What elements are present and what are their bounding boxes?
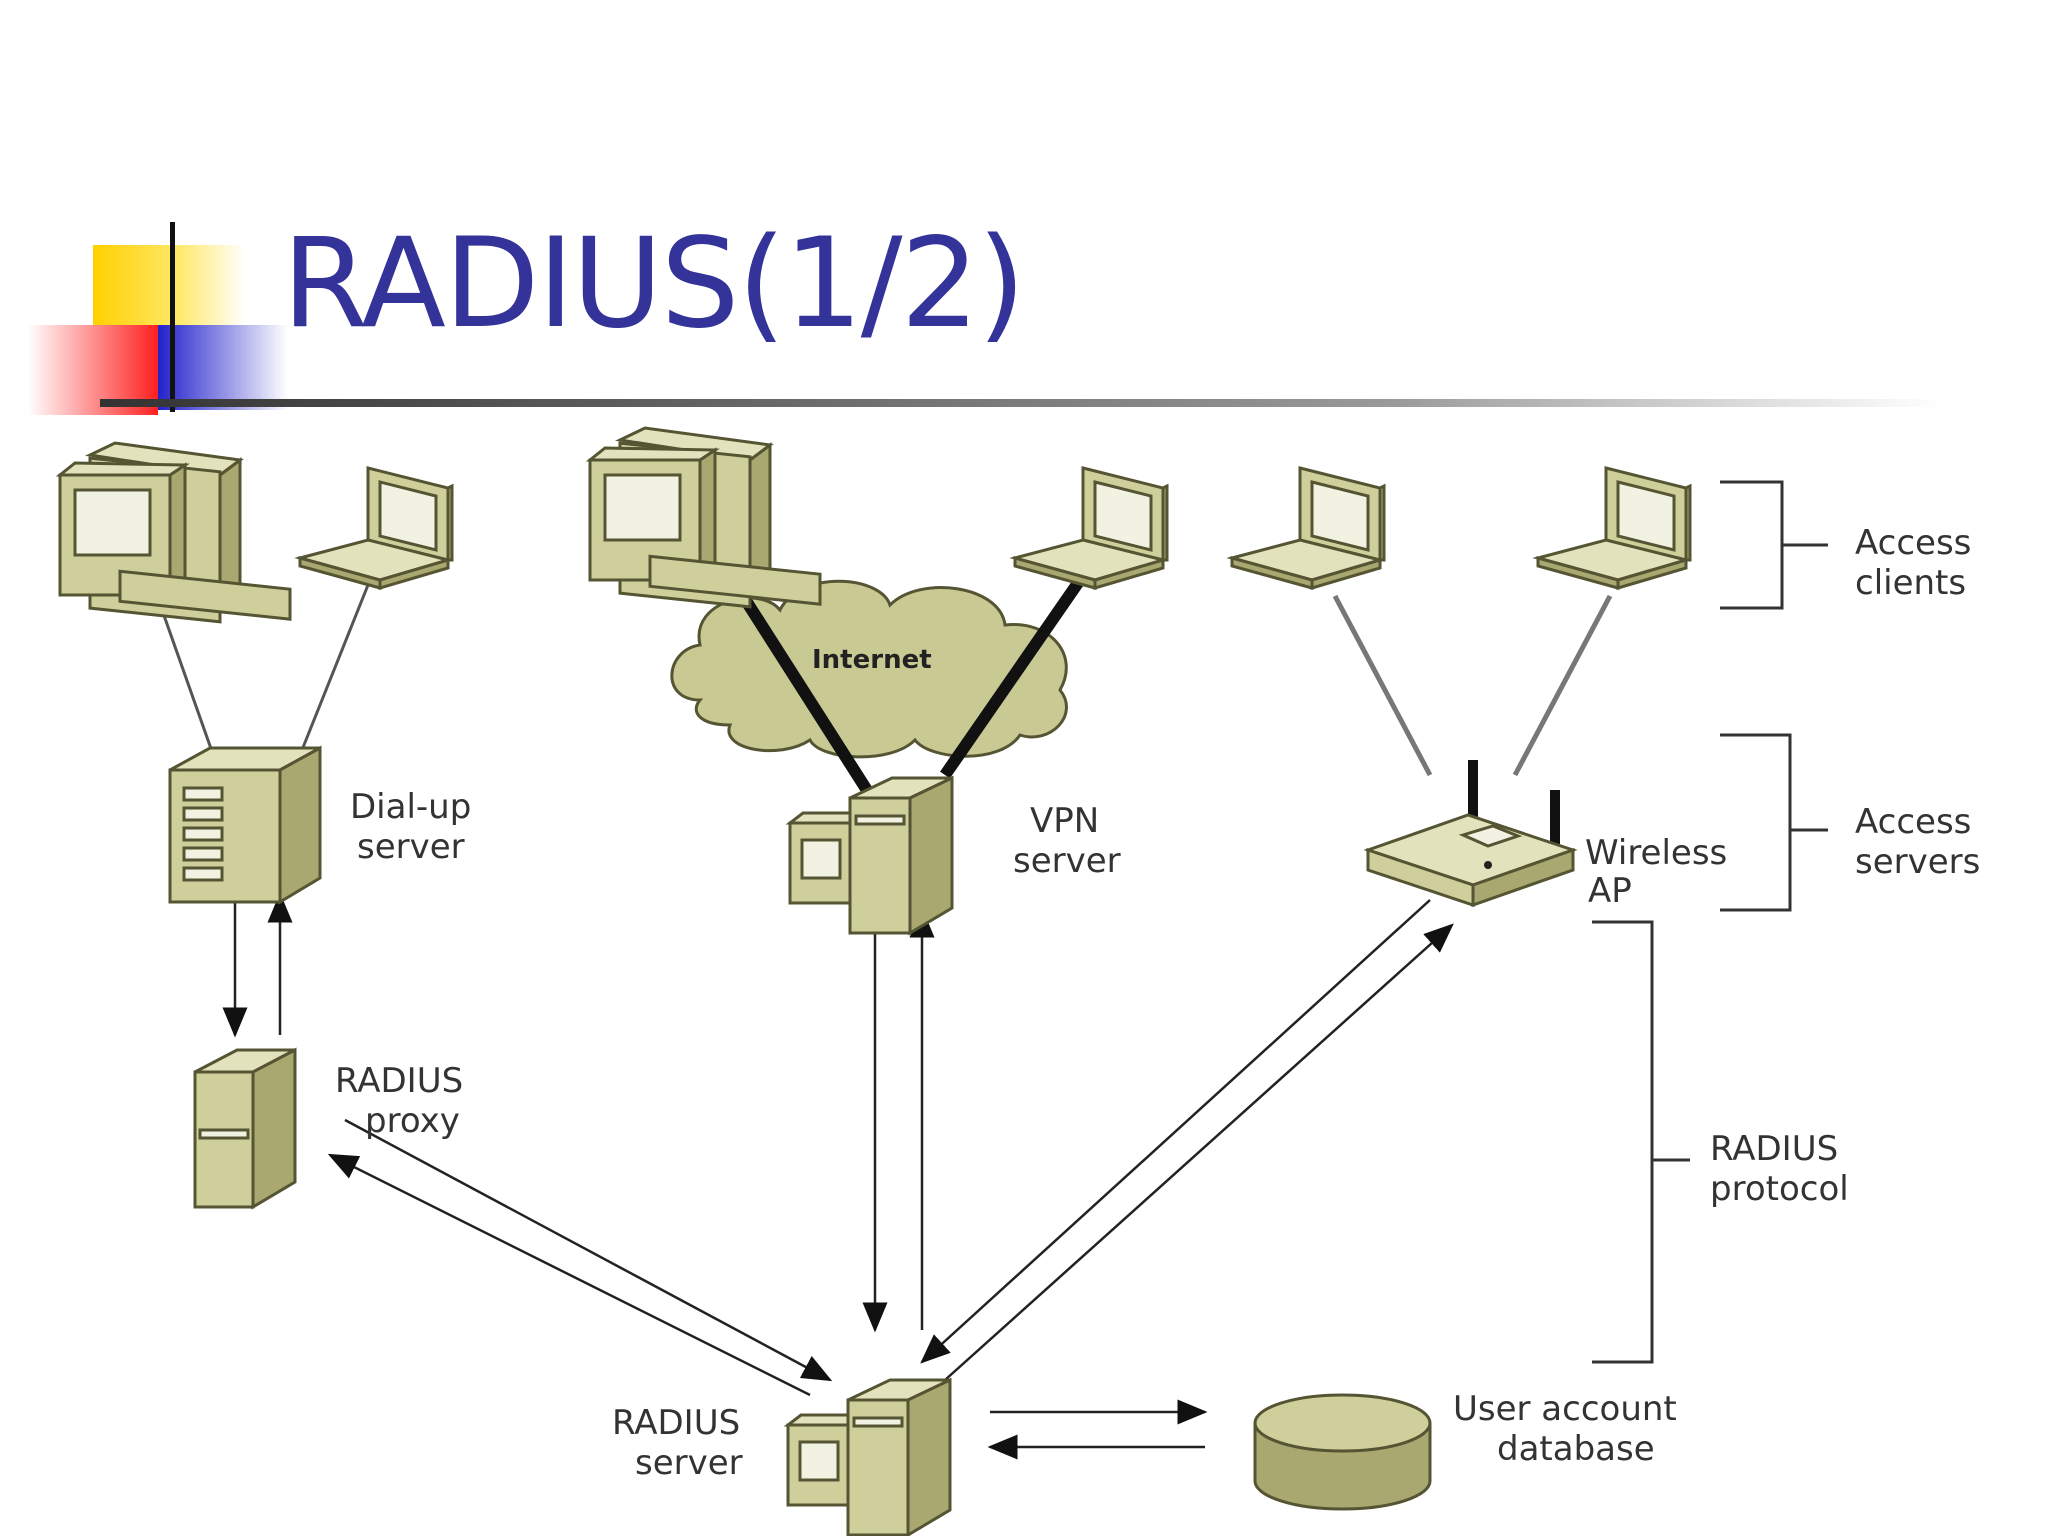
- title-rule: [100, 399, 1940, 407]
- deco-blue-square: [158, 325, 288, 410]
- user-database-icon: [1253, 1393, 1432, 1511]
- vpn-label-2: server: [1013, 841, 1121, 881]
- db-label-2: database: [1497, 1429, 1655, 1469]
- laptop-client-dialup-icon: [294, 466, 454, 591]
- arrow-ap-to-server: [920, 899, 1431, 1364]
- ap-label-2: AP: [1588, 871, 1632, 911]
- link-laptop-vpn: [940, 576, 1085, 779]
- dialup-label-2: server: [357, 827, 465, 867]
- desktop-client-vpn-icon: [585, 426, 822, 609]
- internet-cloud: Internet: [670, 579, 1068, 759]
- laptop-client-wireless-1-icon: [1226, 466, 1386, 591]
- link-laptop-dialup: [296, 579, 372, 761]
- bracket-access-clients: [1720, 480, 1828, 610]
- access-clients-label-1: Access: [1855, 523, 1971, 563]
- slide-title: RADIUS(1/2): [282, 212, 1026, 356]
- vpn-server-icon: [785, 775, 954, 936]
- bracket-radius-protocol: [1592, 920, 1690, 1364]
- radius-protocol-label-2: protocol: [1710, 1169, 1849, 1209]
- link-laptop1-ap: [1332, 594, 1433, 777]
- access-clients-label-2: clients: [1855, 563, 1966, 603]
- arrow-server-to-proxy: [327, 1153, 811, 1397]
- link-laptop2-ap: [1512, 594, 1613, 777]
- access-servers-label-1: Access: [1855, 802, 1971, 842]
- title-decoration: [28, 222, 1940, 415]
- bracket-access-servers: [1720, 733, 1828, 912]
- radius-server-icon: [783, 1377, 952, 1536]
- desktop-client-icon: [55, 441, 292, 624]
- internet-label: Internet: [812, 645, 932, 675]
- server-label-2: server: [635, 1443, 743, 1483]
- arrow-server-to-ap: [944, 923, 1454, 1381]
- radius-protocol-label-1: RADIUS: [1710, 1129, 1838, 1169]
- deco-vertical-bar: [170, 222, 175, 412]
- ap-label-1: Wireless: [1585, 833, 1727, 873]
- wireless-ap-icon: [1363, 760, 1578, 908]
- laptop-client-vpn-icon: [1009, 466, 1169, 591]
- radius-proxy-icon: [193, 1047, 297, 1210]
- access-servers-label-2: servers: [1855, 842, 1980, 882]
- arrow-proxy-to-server: [344, 1118, 833, 1382]
- dialup-label-1: Dial-up: [350, 787, 471, 827]
- link-desktop-dialup: [153, 589, 217, 761]
- dialup-server-icon: [168, 745, 322, 905]
- db-label-1: User account: [1453, 1389, 1677, 1429]
- vpn-label-1: VPN: [1030, 801, 1099, 841]
- laptop-client-wireless-2-icon: [1532, 466, 1692, 591]
- proxy-label-2: proxy: [365, 1101, 460, 1141]
- proxy-label-1: RADIUS: [335, 1061, 463, 1101]
- server-label-1: RADIUS: [612, 1403, 740, 1443]
